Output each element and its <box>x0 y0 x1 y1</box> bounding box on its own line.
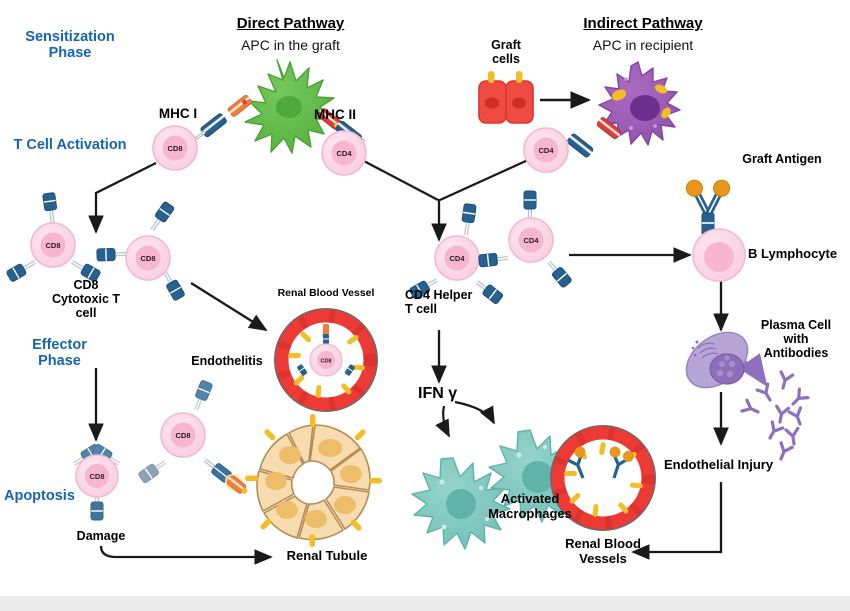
arrow-cd8-to-endothelitis <box>190 282 268 331</box>
b-lymphocyte-label: B Lymphocyte <box>748 246 838 261</box>
arrow-cd4-indirect-branch <box>439 158 529 202</box>
endothelitis-label: Endothelitis <box>191 354 263 368</box>
renal-blood-vessels <box>550 425 656 531</box>
t-cell-cd4-indirect: CD4 <box>523 127 569 173</box>
apc-recipient-dendritic-cell <box>598 61 681 146</box>
phase-t-cell-activation-label: T Cell Activation <box>13 137 127 153</box>
t-cell-cd8-effector-1: CD8 <box>6 192 101 282</box>
graft-cells-label: Graft cells <box>491 38 521 66</box>
secreted-antibodies <box>740 370 810 461</box>
cd8-effector-1-label: CD8 <box>45 241 60 250</box>
vessel-antibody-complexes <box>567 446 634 479</box>
ifn-gamma-label: IFN γ <box>418 385 458 402</box>
t-cell-cd8-apoptosis-2: CD8 <box>138 380 248 494</box>
plasma-cell <box>685 331 749 389</box>
apc-graft-dendritic-cell <box>244 59 335 154</box>
cd8-cytotoxic-t-cell-label: CD8 Cytotoxic T cell <box>51 278 121 320</box>
t-cell-cd4-effector-2: CD4 <box>478 190 572 288</box>
direct-pathway-subtitle: APC in the graft <box>241 37 340 53</box>
connector-arrows <box>88 91 729 565</box>
cd8-apoptosis-2-label: CD8 <box>175 431 190 440</box>
endothelial-injury-label: Endothelial Injury <box>664 457 774 472</box>
cd8-effector-2-label: CD8 <box>140 254 155 263</box>
phase-effector-label: Effector Phase <box>32 337 87 370</box>
t-cell-cd8-direct: CD8 <box>152 125 198 171</box>
indirect-pathway-title: Indirect Pathway <box>583 15 703 32</box>
cd4-helper-t-cell-label: CD4 Helper T cell <box>405 288 473 316</box>
mhc-class-II-label: MHC II <box>314 107 356 122</box>
arrow-injury-to-vessels <box>631 482 723 560</box>
cd4-effector-2-label: CD4 <box>523 236 539 245</box>
arrow-antibody-secretion <box>738 353 768 387</box>
arrow-ifn-to-macrophage-left <box>435 405 450 438</box>
mhc-class-I-label: MHC I <box>158 106 198 121</box>
t-cell-cd4-effector-1: CD4 <box>409 203 504 305</box>
plasma-cell-label: Plasma Cell with Antibodies <box>760 318 832 360</box>
phase-sensitization-label: Sensitization Phase <box>25 29 115 62</box>
renal-tubule <box>245 414 382 547</box>
t-cell-cd4-direct: CD4 <box>321 130 367 176</box>
renal-blood-vessels-label: Renal Blood Vessels <box>565 536 641 566</box>
arrow-cd4-direct-branch <box>361 158 439 202</box>
arrow-ifn-to-macrophage-right <box>454 400 495 425</box>
graft-antigen-bcr <box>685 179 731 248</box>
phase-apoptosis-label: Apoptosis <box>4 488 75 504</box>
renal-blood-vessel-label: Renal Blood Vessel <box>277 287 375 299</box>
footer-bar <box>0 596 850 611</box>
arrow-cd8-to-effector <box>88 161 157 234</box>
cd8-apoptosis-1-label: CD8 <box>89 472 104 481</box>
macrophage-resting <box>411 457 511 550</box>
cd4-indirect-marker-label: CD4 <box>538 146 554 155</box>
t-cell-cd8-apoptosis-1: CD8 <box>72 443 121 521</box>
cd8-endothelitis-label: CD8 <box>320 359 331 365</box>
arrow-damage-to-tubule <box>99 545 273 565</box>
cd4-marker-label: CD4 <box>336 149 352 158</box>
direct-pathway-title: Direct Pathway <box>236 15 345 32</box>
endothelitis-vessel: CD8 <box>274 308 378 412</box>
damage-label: Damage <box>76 529 126 543</box>
b-lymphocyte <box>692 228 746 282</box>
activated-macrophages-label: Activated Macrophages <box>488 491 572 521</box>
indirect-pathway-subtitle: APC in recipient <box>592 37 694 53</box>
cd4-effector-1-label: CD4 <box>449 254 465 263</box>
renal-tubule-label: Renal Tubule <box>286 548 368 563</box>
t-cell-cd8-effector-2: CD8 <box>96 201 185 301</box>
graft-antigen-label: Graft Antigen <box>742 152 822 166</box>
graft-cells <box>478 71 534 124</box>
mhc-class-I-complex <box>189 94 252 145</box>
cd8-marker-label: CD8 <box>167 144 182 153</box>
